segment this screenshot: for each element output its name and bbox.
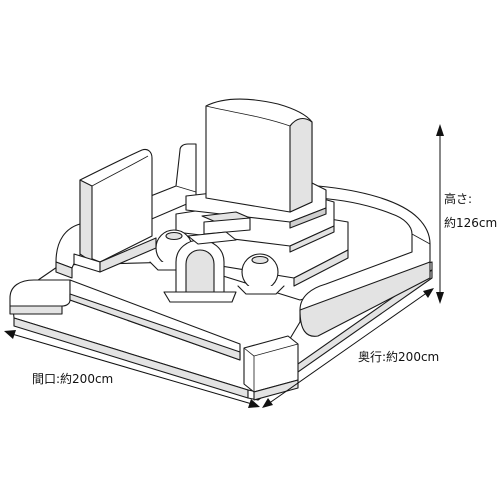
depth-label: 奥行:約200cm	[358, 350, 440, 364]
right-vase	[237, 253, 285, 295]
main-upright-stone	[205, 98, 313, 213]
depth-dimension-line	[262, 288, 434, 408]
right-side-wall	[299, 185, 431, 337]
height-dimension-line	[436, 124, 444, 304]
width-dimension-line	[4, 330, 260, 408]
height-label-title: 高さ:	[444, 192, 473, 206]
incense-burner	[163, 231, 237, 303]
width-label: 間口:約200cm	[32, 372, 114, 386]
left-memorial-tablet	[73, 148, 157, 273]
front-right-post	[243, 335, 299, 401]
height-label-value: 約126cm	[444, 216, 498, 230]
front-left-step	[9, 279, 241, 361]
